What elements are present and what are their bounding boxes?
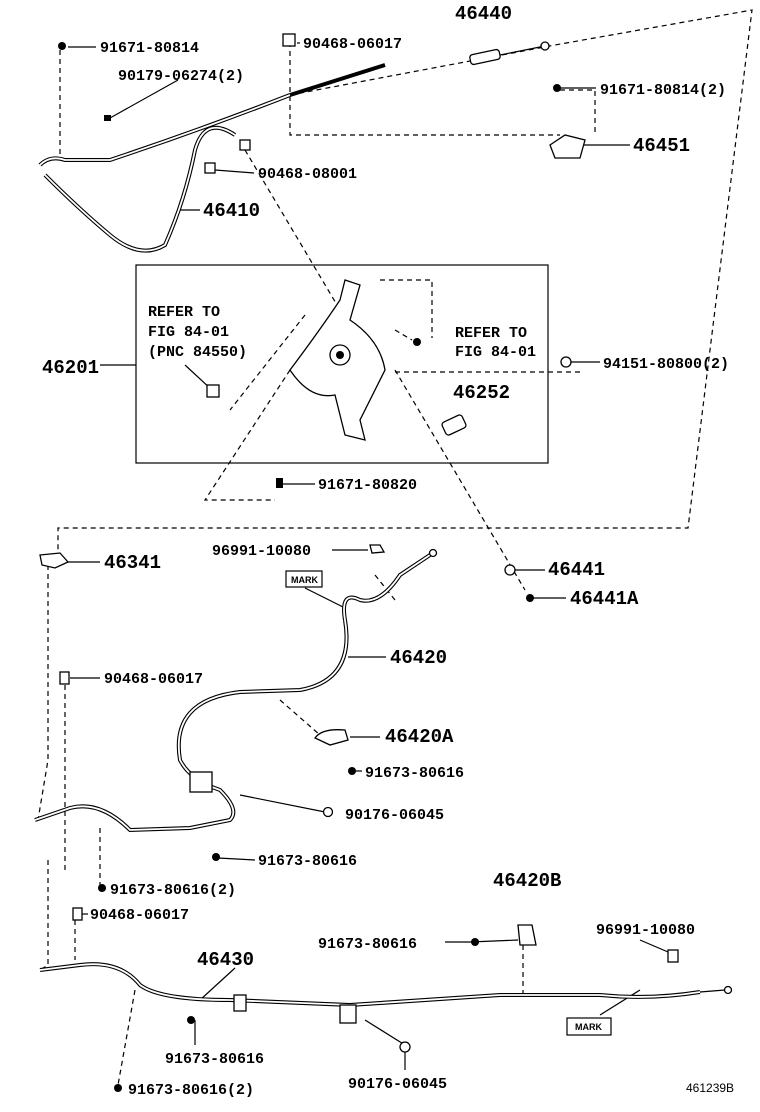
label-90179-06274: 90179-06274(2) [118, 68, 244, 85]
label-96991-10080-b: 96991-10080 [596, 922, 695, 939]
refer-left-line1: REFER TO [148, 304, 220, 321]
cable-46440 [289, 41, 550, 97]
label-90468-06017-b: 90468-06017 [104, 671, 203, 688]
bolt-icon [553, 84, 561, 92]
mark-label-a: MARK [285, 570, 323, 588]
mark-label-b: MARK [566, 1017, 612, 1036]
label-91673-80616-d: 91673-80616 [318, 936, 417, 953]
label-91671-80820: 91671-80820 [318, 477, 417, 494]
label-91671-80814-2: 91671-80814(2) [600, 82, 726, 99]
label-46341: 46341 [104, 552, 161, 574]
bracket-46451 [549, 134, 586, 159]
label-46252: 46252 [453, 382, 510, 404]
refer-left-line3: (PNC 84550) [148, 344, 247, 361]
cable-46430 [39, 962, 733, 1008]
part-46341 [39, 552, 70, 569]
label-90468-06017-c: 90468-06017 [90, 907, 189, 924]
label-96991-10080: 96991-10080 [212, 543, 311, 560]
label-46451: 46451 [633, 135, 690, 157]
svg-text:MARK: MARK [575, 1022, 602, 1032]
label-46440: 46440 [455, 3, 512, 25]
label-46441A: 46441A [570, 588, 639, 610]
label-46420A: 46420A [385, 726, 454, 748]
cable-46420 [34, 548, 438, 833]
label-46201: 46201 [42, 357, 99, 379]
part-labels: 46440 91671-80814 90468-06017 90179-0627… [42, 3, 734, 1099]
label-94151-80800: 94151-80800(2) [603, 356, 729, 373]
small-parts [39, 33, 679, 1092]
label-91671-80814: 91671-80814 [100, 40, 199, 57]
assembly-frame-46201 [135, 264, 549, 464]
part-46420B [517, 924, 537, 946]
label-46441: 46441 [548, 559, 605, 581]
label-90468-06017: 90468-06017 [303, 36, 402, 53]
label-90176-06045-b: 90176-06045 [348, 1076, 447, 1093]
label-46410: 46410 [203, 200, 260, 222]
refer-left-line2: FIG 84-01 [148, 324, 229, 341]
clip-icon [282, 33, 296, 47]
label-91673-80616-a: 91673-80616 [365, 765, 464, 782]
refer-right-line1: REFER TO [455, 325, 527, 342]
label-91673-80616-f: 91673-80616(2) [128, 1082, 254, 1099]
svg-text:MARK: MARK [291, 575, 318, 585]
part-46252 [441, 414, 467, 436]
bolt-icon [58, 42, 66, 50]
label-46430: 46430 [197, 949, 254, 971]
label-91673-80616-e: 91673-80616 [165, 1051, 264, 1068]
label-46420B: 46420B [493, 870, 561, 892]
label-90468-08001: 90468-08001 [258, 166, 357, 183]
label-91673-80616-c: 91673-80616(2) [110, 882, 236, 899]
cable-46410 [38, 93, 291, 253]
figure-id: 461239B [686, 1081, 734, 1095]
solid-leaders [68, 42, 676, 1070]
part-46420A [314, 729, 349, 746]
label-46420: 46420 [390, 647, 447, 669]
label-91673-80616-b: 91673-80616 [258, 853, 357, 870]
refer-right-line2: FIG 84-01 [455, 344, 536, 361]
label-90176-06045-a: 90176-06045 [345, 807, 444, 824]
